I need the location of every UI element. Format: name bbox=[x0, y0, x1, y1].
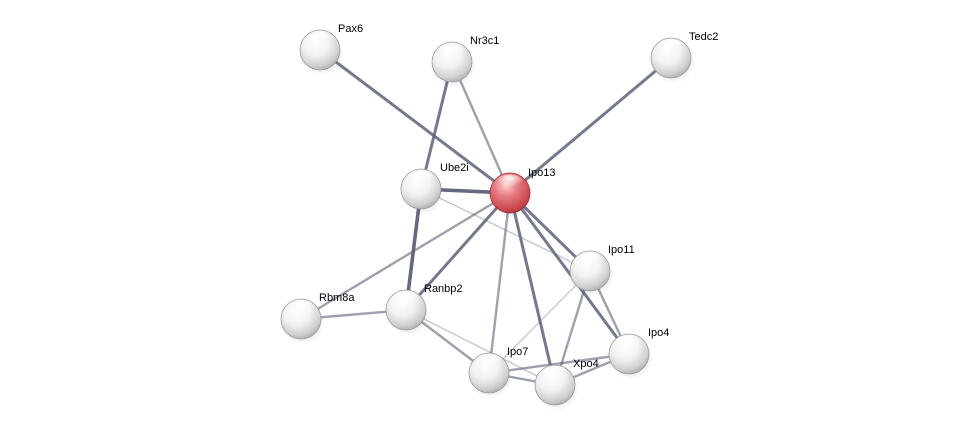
node-highlight bbox=[576, 252, 604, 270]
edge-ipo13-xpo4[interactable] bbox=[508, 191, 557, 387]
node-label-ipo7: Ipo7 bbox=[507, 346, 528, 358]
node-highlight bbox=[475, 354, 503, 372]
node-highlight bbox=[496, 174, 524, 192]
node-highlight bbox=[392, 291, 420, 309]
edge-layer bbox=[299, 48, 673, 387]
node-label-xpo4: Xpo4 bbox=[573, 358, 599, 370]
node-ipo11[interactable]: Ipo11 bbox=[569, 244, 635, 297]
node-highlight bbox=[287, 300, 315, 318]
edge-ipo13-ipo7[interactable] bbox=[487, 191, 512, 375]
node-ipo4[interactable]: Ipo4 bbox=[608, 327, 669, 380]
node-highlight bbox=[306, 31, 334, 49]
node-label-ipo13: Ipo13 bbox=[528, 167, 556, 179]
edge-pax6-ipo13[interactable] bbox=[318, 48, 512, 195]
node-label-tedc2: Tedc2 bbox=[689, 31, 718, 43]
edge-ipo13-ranbp2[interactable] bbox=[404, 191, 512, 312]
node-ube2i[interactable]: Ube2i bbox=[400, 162, 469, 215]
edge-ipo13-ipo4[interactable] bbox=[508, 191, 631, 356]
node-label-pax6: Pax6 bbox=[338, 23, 363, 35]
edge-tedc2-ipo13[interactable] bbox=[508, 56, 673, 195]
edge-ranbp2-xpo4[interactable] bbox=[405, 309, 556, 386]
node-label-ranbp2: Ranbp2 bbox=[424, 283, 463, 295]
node-label-ipo4: Ipo4 bbox=[648, 327, 669, 339]
node-label-ube2i: Ube2i bbox=[440, 162, 469, 174]
node-ipo7[interactable]: Ipo7 bbox=[468, 346, 528, 399]
node-ranbp2[interactable]: Ranbp2 bbox=[385, 283, 463, 336]
node-rbm8a[interactable]: Rbm8a bbox=[280, 292, 355, 345]
node-label-ipo11: Ipo11 bbox=[608, 244, 635, 256]
node-label-nr3c1: Nr3c1 bbox=[470, 35, 499, 47]
edge-ipo11-ipo7[interactable] bbox=[488, 270, 591, 374]
node-nr3c1[interactable]: Nr3c1 bbox=[431, 35, 499, 88]
node-tedc2[interactable]: Tedc2 bbox=[650, 31, 718, 84]
node-highlight bbox=[541, 366, 569, 384]
node-label-rbm8a: Rbm8a bbox=[319, 292, 355, 304]
edge-ipo13-rbm8a[interactable] bbox=[299, 191, 512, 321]
edge-ipo4-ipo7[interactable] bbox=[487, 352, 631, 375]
node-pax6[interactable]: Pax6 bbox=[299, 23, 363, 76]
node-highlight bbox=[438, 43, 466, 61]
node-highlight bbox=[657, 39, 685, 57]
node-xpo4[interactable]: Xpo4 bbox=[534, 358, 599, 411]
node-ipo13[interactable]: Ipo13 bbox=[489, 167, 556, 219]
node-highlight bbox=[407, 170, 435, 188]
node-highlight bbox=[615, 335, 643, 353]
